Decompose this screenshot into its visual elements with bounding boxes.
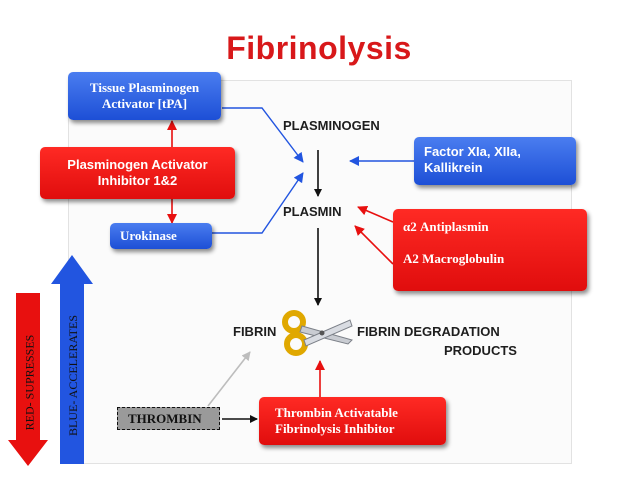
fdp-label-line2: PRODUCTS (444, 343, 517, 358)
antiplasmin-label: α2 Antiplasmin (403, 219, 489, 234)
blue-legend-arrow (51, 255, 93, 464)
tpa-box: Tissue Plasminogen Activator [tPA] (68, 72, 221, 120)
legend-red-label: RED- SUPRESSES (22, 334, 37, 430)
macroglobulin-label: A2 Macroglobulin (403, 251, 505, 266)
arrow-urokinase-to-plasminogen (212, 172, 304, 234)
arrow-thrombin-to-fibrin (207, 351, 251, 407)
fdp-label-line1: FIBRIN DEGRADATION (357, 324, 500, 339)
urokinase-box: Urokinase (110, 223, 212, 249)
arrow-antiplasmin-to-plasmin (357, 205, 394, 223)
factor-box: Factor XIa, XIIa, Kallikrein (414, 137, 576, 185)
scissors-icon (282, 310, 353, 356)
thrombin-box: THROMBIN (117, 407, 220, 430)
plasmin-label: PLASMIN (283, 204, 342, 219)
legend-blue-label: BLUE- ACCELERATES (65, 314, 80, 436)
page-title: Fibrinolysis (226, 30, 412, 66)
pai-box: Plasminogen Activator Inhibitor 1&2 (40, 147, 235, 199)
fibrin-label: FIBRIN (233, 324, 277, 339)
inhibitors-box: α2 Antiplasmin A2 Macroglobulin (393, 209, 587, 291)
arrow-tpa-to-plasminogen (222, 107, 304, 163)
arrow-macroglobulin-to-plasmin (354, 225, 394, 265)
tafi-box: Thrombin Activatable Fibrinolysis Inhibi… (259, 397, 446, 445)
red-legend-arrow (8, 293, 48, 466)
legend-red: RED- SUPRESSES (22, 301, 38, 463)
legend-blue: BLUE- ACCELERATES (66, 290, 80, 460)
plasminogen-label: PLASMINOGEN (283, 118, 380, 133)
